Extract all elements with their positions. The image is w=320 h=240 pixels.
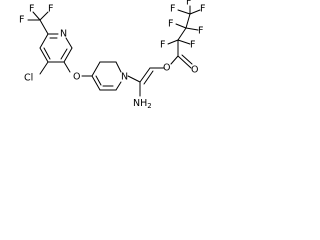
bond-carbonyl-to-o-double bbox=[181, 54, 193, 65]
atom-f-3: F bbox=[168, 19, 173, 30]
bond-cf2-to-cf2b bbox=[177, 27, 187, 41]
atom-f-1: F bbox=[160, 40, 165, 51]
bond-cf2b-f-right bbox=[185, 27, 199, 31]
bonds bbox=[27, 5, 201, 97]
atom-f-cf3-top: F bbox=[29, 4, 34, 15]
bond-c-to-ch bbox=[139, 67, 151, 83]
atom-labels: F F F N Cl O N NH2 O O F F F F F F F bbox=[19, 0, 205, 110]
bond-ring1-a bbox=[39, 33, 49, 49]
bond-o-to-carbonyl bbox=[170, 55, 179, 65]
bond-carbonyl-to-o bbox=[177, 55, 192, 69]
bond-ring1-to-o bbox=[63, 61, 71, 73]
bond-ring1-b-double bbox=[43, 47, 51, 60]
bond-ring2-d bbox=[115, 81, 122, 91]
bond-ring1-e bbox=[65, 37, 73, 49]
bond-cl bbox=[39, 61, 49, 75]
atom-f-5: F bbox=[170, 4, 175, 15]
atom-f-6: F bbox=[200, 4, 205, 15]
atom-f-cf3-left: F bbox=[19, 15, 24, 26]
bond-n-to-c bbox=[127, 75, 141, 83]
bond-cf3b-f-right bbox=[189, 9, 201, 15]
atom-nh2: NH2 bbox=[133, 98, 152, 111]
bond-cf2b-to-cf3 bbox=[185, 13, 191, 29]
bond-cf2-f-left bbox=[167, 39, 179, 45]
atom-f-2: F bbox=[190, 40, 195, 51]
bond-ring1-d-double bbox=[60, 48, 68, 60]
bond-ring2-f-double bbox=[95, 75, 102, 86]
atom-cl: Cl bbox=[24, 73, 33, 84]
bond-cf3-f-right bbox=[39, 11, 49, 21]
bond-ring2-a bbox=[91, 61, 101, 77]
bond-cf2b-f-left bbox=[175, 23, 187, 29]
bond-cf3b-f-left bbox=[177, 9, 191, 15]
bond-ring2-f bbox=[91, 75, 101, 91]
chemical-structure: F F F N Cl O N NH2 O O F F F F F F F bbox=[19, 0, 205, 110]
atom-o-carbonyl: O bbox=[191, 65, 198, 76]
atom-f-4: F bbox=[198, 26, 203, 37]
atom-n-dihydropyridine: N bbox=[121, 72, 128, 83]
bond-cf2-f-right bbox=[177, 39, 191, 45]
bond-ring2-c bbox=[115, 61, 122, 73]
atom-o-ether: O bbox=[73, 72, 80, 83]
bond-cf3-ring bbox=[39, 19, 49, 35]
atom-o-ester: O bbox=[163, 63, 170, 74]
atom-n-pyridine: N bbox=[60, 29, 67, 40]
atom-f-cf3-right: F bbox=[48, 4, 53, 15]
bond-c-to-ch-double bbox=[143, 70, 154, 85]
bond-cf3-f-top bbox=[32, 11, 41, 21]
bond-ring1-d bbox=[63, 47, 73, 63]
atom-f-7: F bbox=[186, 0, 191, 8]
bond-ring1-b bbox=[39, 47, 49, 63]
